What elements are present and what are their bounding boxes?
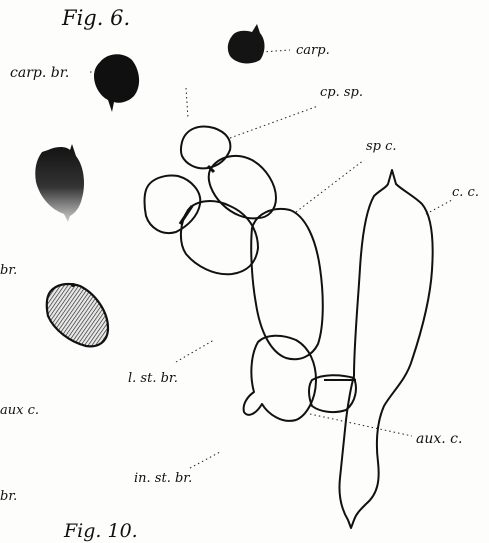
label-br-bottom: br. [0, 490, 17, 503]
leader-c-c [426, 200, 452, 214]
cell-left-round [145, 176, 201, 234]
figure-caption-bottom: Fig. 10. [64, 522, 138, 541]
cell-carpospore-cap [181, 127, 231, 169]
label-sp-c: sp c. [366, 140, 397, 153]
label-c-c: c. c. [452, 186, 479, 199]
cell-middle [181, 201, 258, 274]
carpospore-shaded [35, 144, 84, 222]
label-br-left: br. [0, 264, 17, 277]
cell-central [339, 170, 432, 528]
leader-cp-sp [230, 106, 318, 138]
cystocarp-cells [145, 127, 433, 528]
leader-aux-c [310, 414, 412, 436]
leader-lines [88, 50, 452, 468]
leader-l-st-br [176, 340, 214, 362]
label-carp-br: carp. br. [10, 66, 69, 80]
leader-sp-c [296, 160, 364, 212]
label-carp: carp. [296, 44, 330, 57]
leader-carp [262, 50, 290, 52]
label-cp-sp: cp. sp. [320, 86, 363, 99]
leader-in-st-br [190, 452, 220, 468]
label-in-st-br: in. st. br. [134, 472, 192, 485]
carpospore-branch-dark [94, 54, 139, 112]
figure-title: Fig. 6. [62, 8, 130, 29]
label-l-st-br: l. st. br. [128, 372, 178, 385]
cell-upper-chain [209, 156, 276, 218]
label-aux-c-right: aux. c. [416, 432, 462, 446]
carpospore-top-right [228, 24, 265, 63]
label-aux-c-left: aux c. [0, 404, 39, 417]
spore-hatched [47, 283, 108, 346]
cell-lower-left [244, 336, 316, 421]
